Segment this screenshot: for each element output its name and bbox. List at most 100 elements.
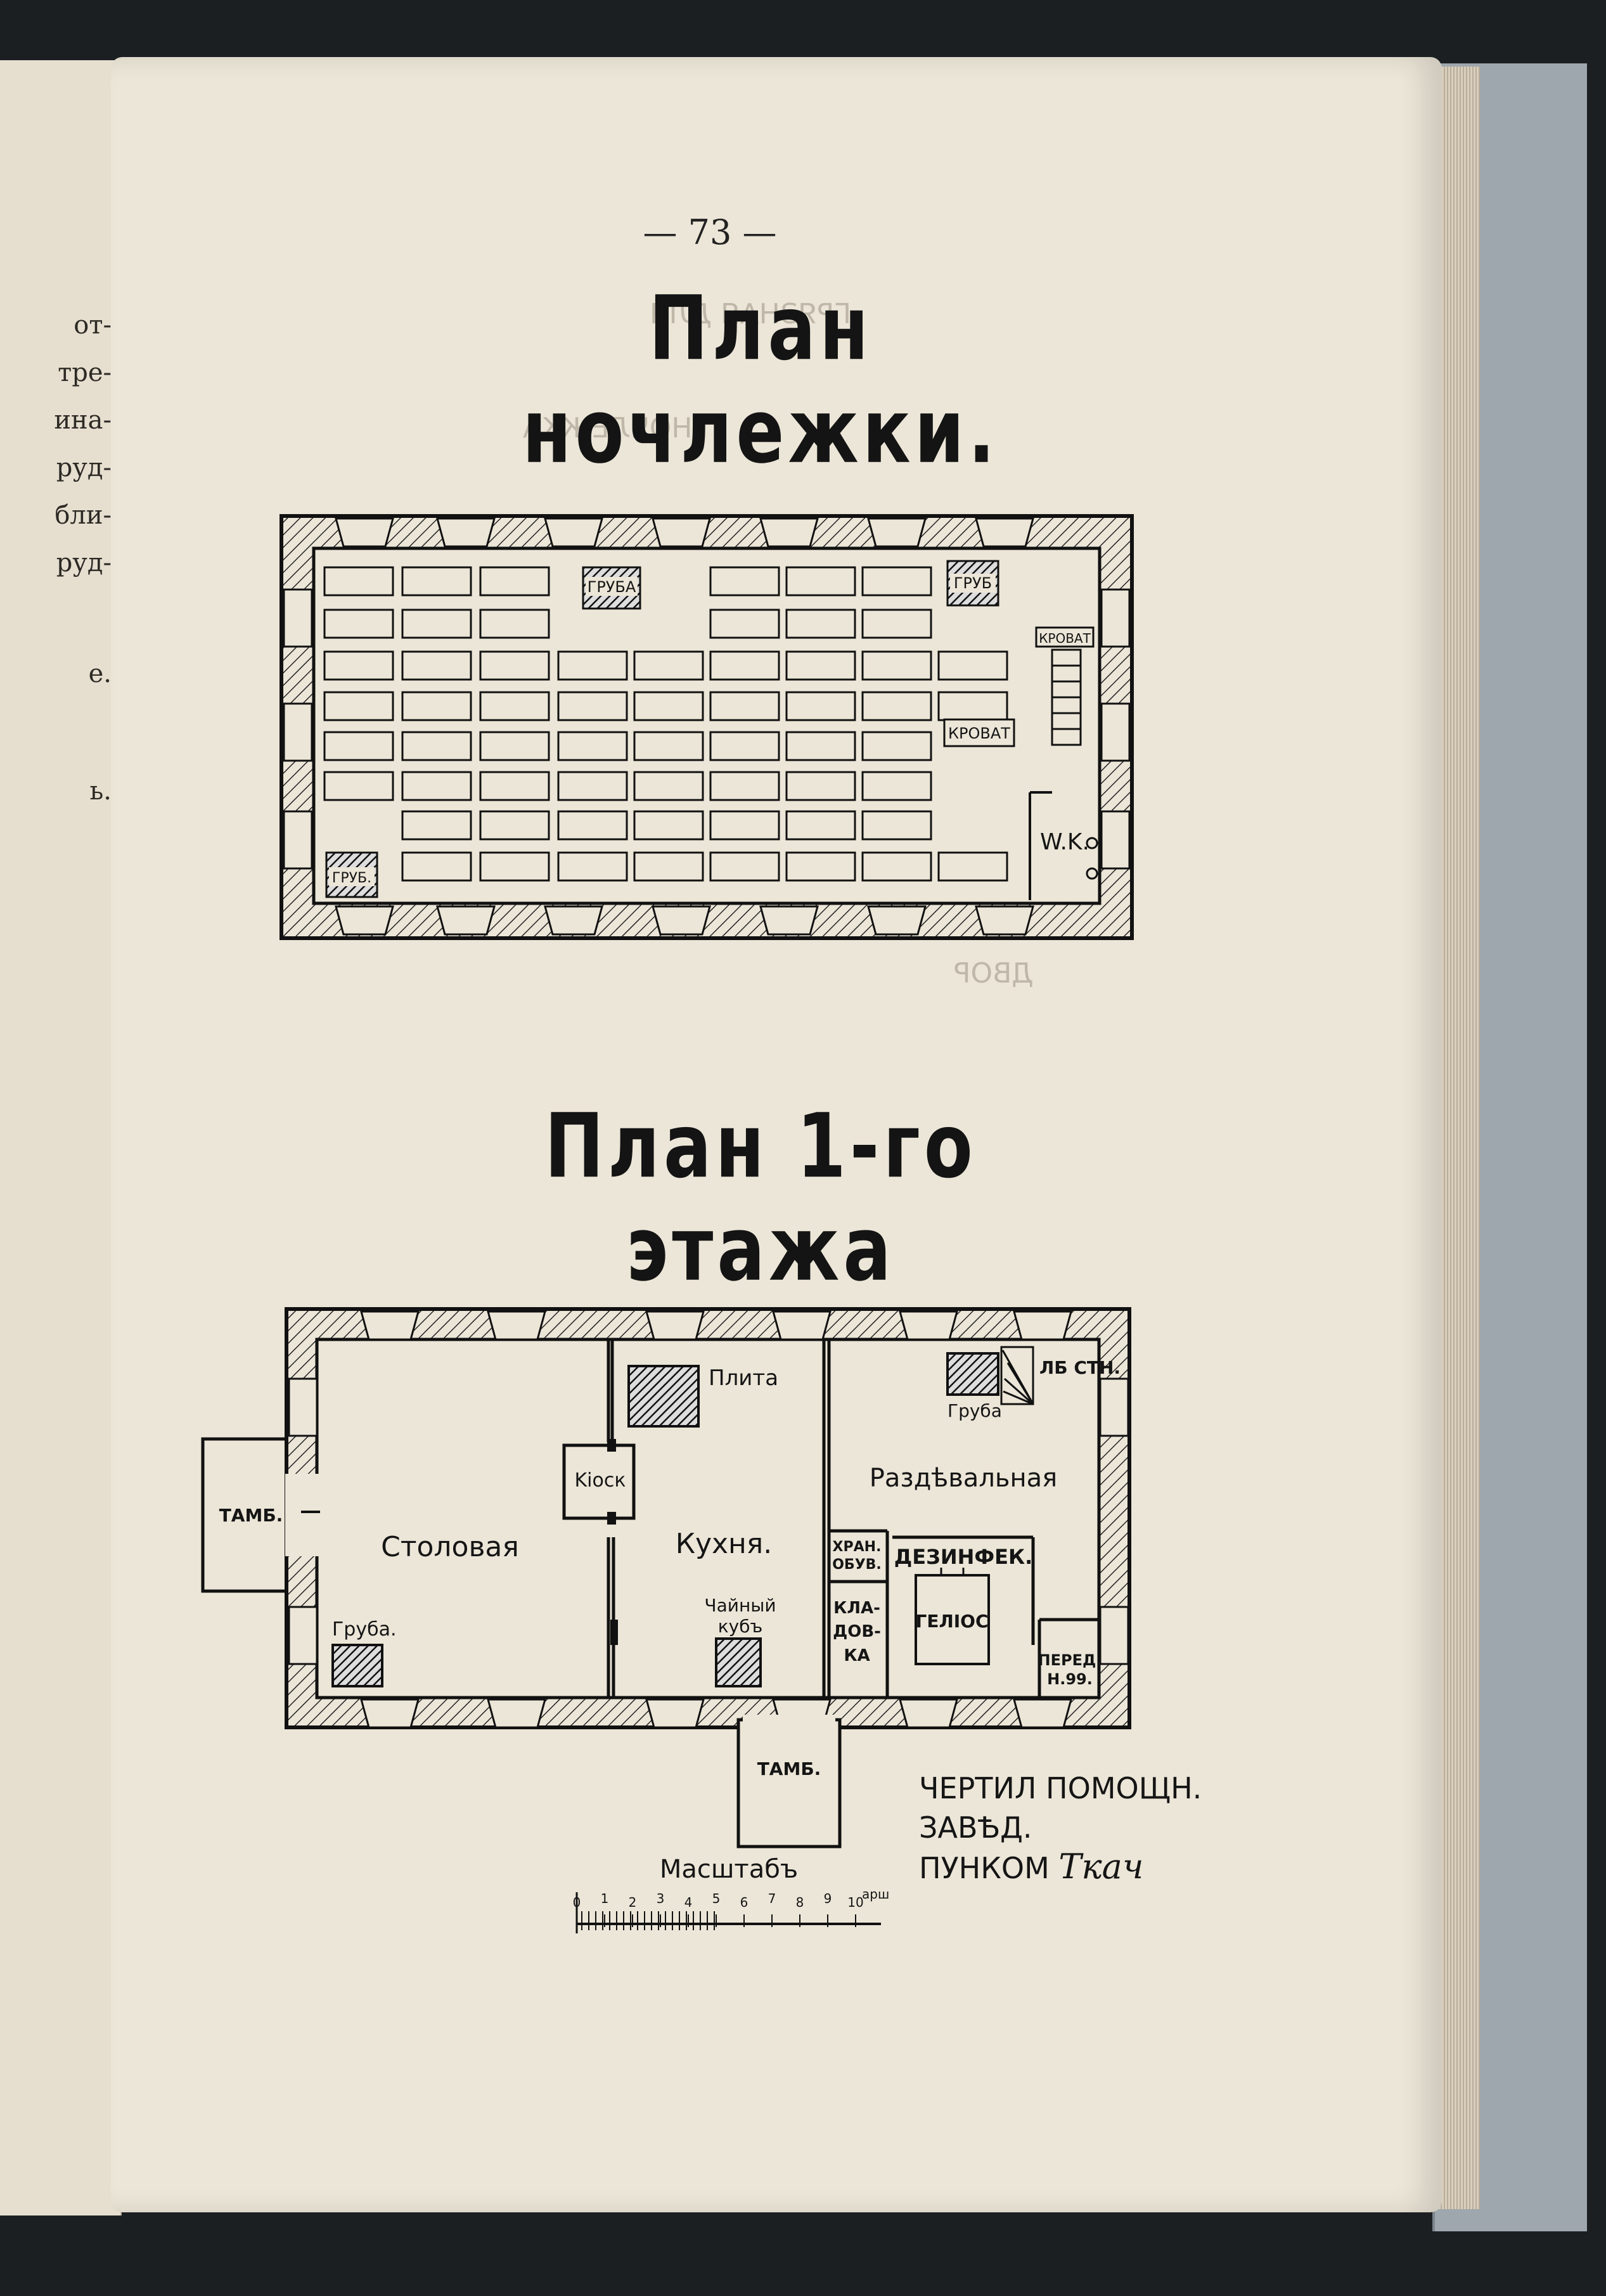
- bed: [861, 771, 932, 801]
- page-number: — 73 —: [643, 212, 777, 252]
- left-page-line: руд-: [56, 548, 112, 577]
- credit-line: ЧЕРТИЛ ПОМОЩН. ЗАВѢД.: [919, 1771, 1202, 1845]
- window: [772, 1310, 832, 1341]
- window: [652, 517, 711, 548]
- bed: [709, 731, 780, 761]
- bed: [861, 691, 932, 721]
- room-label-tamb: ТАМБ.: [757, 1758, 821, 1779]
- bed: [323, 609, 394, 639]
- window: [360, 1310, 420, 1341]
- bed: [785, 650, 856, 681]
- window: [645, 1698, 705, 1729]
- room-label-gruba: Груба: [948, 1400, 1002, 1421]
- room-label-pered: Н.99.: [1047, 1670, 1093, 1688]
- wc-partition: [1029, 791, 1052, 900]
- window: [283, 702, 313, 762]
- window: [975, 905, 1034, 936]
- book-page: ГРЯЗНАЯ ДЛЯ НОЧЛЕЖКА ДВОР: [111, 57, 1442, 2212]
- beds: [323, 566, 1008, 882]
- bed: [1035, 626, 1095, 648]
- bed: [479, 566, 550, 597]
- scale-tick-label: 10: [847, 1895, 863, 1910]
- scale-unit: арш: [862, 1886, 889, 1902]
- bed: [709, 851, 780, 882]
- window: [1013, 1698, 1072, 1729]
- bed: [557, 771, 628, 801]
- bed-label: КРОВАТ: [1039, 631, 1091, 646]
- scale-title: Масштабъ: [660, 1855, 798, 1884]
- bed: [709, 810, 780, 841]
- window: [1100, 702, 1131, 762]
- room-label-gruba: Груба.: [332, 1618, 397, 1641]
- room-label-plita: Плита: [709, 1365, 778, 1391]
- wc-fixture: [1086, 867, 1098, 880]
- room-label-lb-stn: ЛБ СТН.: [1039, 1357, 1121, 1378]
- room-label-stolovaya: Столовая: [381, 1531, 519, 1563]
- signature: Ткач: [1058, 1847, 1144, 1886]
- bed: [479, 731, 550, 761]
- bed: [937, 650, 1008, 681]
- page-edges: [1436, 67, 1480, 2209]
- window: [436, 517, 496, 548]
- room-label-kladovka: КА: [844, 1646, 870, 1665]
- windows: [283, 517, 1131, 936]
- stove-plita: [627, 1365, 700, 1428]
- room-label-hran: ХРАН.: [833, 1539, 882, 1555]
- bed: [709, 566, 780, 597]
- window: [1100, 588, 1131, 648]
- window: [899, 1698, 958, 1729]
- room-label-kladovka: ДОВ-: [833, 1622, 881, 1641]
- bed: [401, 566, 472, 597]
- bed: [323, 650, 394, 681]
- scale-tick-label: 4: [684, 1895, 693, 1910]
- scale-tick-label: 3: [657, 1891, 665, 1906]
- window: [283, 810, 313, 870]
- room-label-razdevalnaya: Раздѣвальная: [870, 1464, 1057, 1493]
- wc-fixture: [1086, 837, 1098, 849]
- plan1-title: План ночлежки.: [522, 277, 999, 484]
- window: [288, 1606, 318, 1665]
- bed: [937, 691, 1008, 721]
- bed: [785, 731, 856, 761]
- bed: [401, 771, 472, 801]
- bed: [785, 810, 856, 841]
- left-page-line: руд-: [56, 453, 112, 482]
- room-label-tea: Чайный: [704, 1595, 776, 1616]
- windows: [288, 1310, 1129, 1729]
- bed: [557, 810, 628, 841]
- window: [975, 517, 1034, 548]
- bed: [937, 851, 1008, 882]
- window: [867, 905, 927, 936]
- partitions: [607, 1339, 1099, 1698]
- bed: [785, 771, 856, 801]
- bed: [557, 650, 628, 681]
- plan1-floor-plan: ГРУБА ГРУБ ГРУБ. КРОВАТ КРОВАТ W.K.: [279, 514, 1134, 940]
- doorway: [285, 1474, 321, 1556]
- bed: [323, 731, 394, 761]
- window: [335, 517, 394, 548]
- bed: [479, 609, 550, 639]
- bed: [709, 691, 780, 721]
- bed: [557, 731, 628, 761]
- window: [1099, 1606, 1129, 1665]
- scale-tick-label: 1: [601, 1891, 609, 1906]
- window: [899, 1310, 958, 1341]
- bed: [557, 691, 628, 721]
- plan2-title: План 1-го этажа: [544, 1095, 977, 1301]
- window: [283, 588, 313, 648]
- left-page-line: ина-: [54, 406, 112, 435]
- room-label-tea: кубъ: [718, 1616, 763, 1637]
- bed: [401, 810, 472, 841]
- bed: [861, 810, 932, 841]
- bed: [401, 731, 472, 761]
- window: [360, 1698, 420, 1729]
- stacked-beds: [1051, 648, 1082, 746]
- bed: [479, 771, 550, 801]
- scale-tick-label: 0: [573, 1895, 581, 1910]
- window: [1100, 810, 1131, 870]
- left-page-line: бли-: [55, 501, 112, 530]
- bed: [861, 731, 932, 761]
- window: [1099, 1377, 1129, 1437]
- room-label-kiosk: Kiоск: [575, 1469, 626, 1492]
